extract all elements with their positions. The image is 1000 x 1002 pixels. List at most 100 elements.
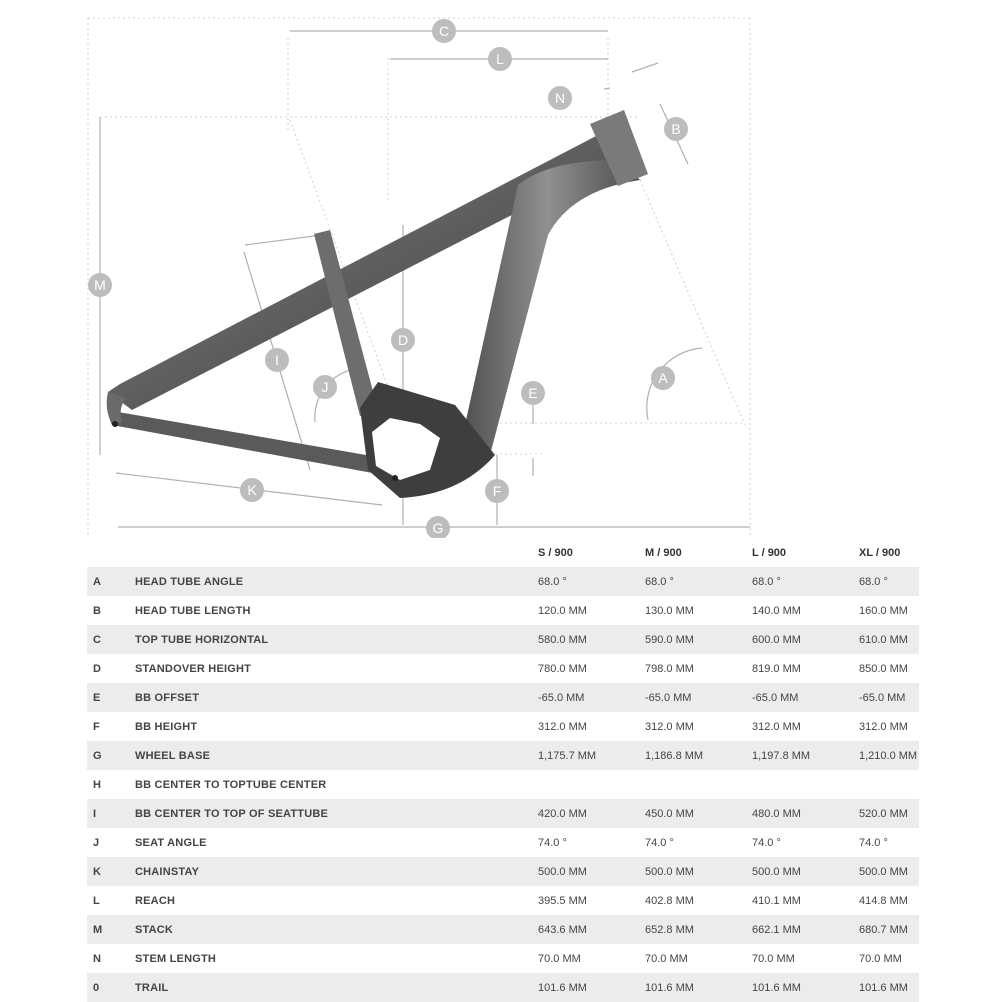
row-key: I — [87, 799, 135, 828]
row-value: 680.7 MM — [859, 915, 919, 944]
row-value: 74.0 ° — [752, 828, 859, 857]
row-value: 1,186.8 MM — [645, 741, 752, 770]
row-value: 101.6 MM — [645, 973, 752, 1002]
header-key — [87, 538, 135, 567]
row-key: H — [87, 770, 135, 799]
row-key: B — [87, 596, 135, 625]
row-value: -65.0 MM — [752, 683, 859, 712]
marker-b: B — [664, 117, 688, 141]
marker-label: D — [398, 332, 408, 348]
marker-label: G — [433, 520, 444, 536]
row-value: 140.0 MM — [752, 596, 859, 625]
header-size-s: S / 900 — [538, 538, 645, 567]
marker-circle — [521, 381, 545, 405]
row-value: 70.0 MM — [752, 944, 859, 973]
row-label: STEM LENGTH — [135, 944, 538, 973]
row-value: -65.0 MM — [859, 683, 919, 712]
marker-label: E — [528, 385, 537, 401]
row-label: TRAIL — [135, 973, 538, 1002]
marker-circle — [548, 86, 572, 110]
row-label: SEAT ANGLE — [135, 828, 538, 857]
marker-c: C — [432, 19, 456, 43]
marker-label: K — [247, 482, 257, 498]
row-value: 68.0 ° — [752, 567, 859, 596]
marker-g: G — [426, 516, 450, 540]
row-key: L — [87, 886, 135, 915]
header-size-xl: XL / 900 — [859, 538, 919, 567]
row-value: 70.0 MM — [538, 944, 645, 973]
marker-label: L — [496, 51, 504, 67]
marker-circle — [313, 375, 337, 399]
row-key: J — [87, 828, 135, 857]
table-header-row: S / 900 M / 900 L / 900 XL / 900 — [87, 538, 919, 567]
marker-circle — [488, 47, 512, 71]
row-key: 0 — [87, 973, 135, 1002]
row-value: 402.8 MM — [645, 886, 752, 915]
row-key: K — [87, 857, 135, 886]
row-value: 500.0 MM — [645, 857, 752, 886]
row-value: 662.1 MM — [752, 915, 859, 944]
marker-label: M — [94, 277, 106, 293]
marker-label: B — [671, 121, 680, 137]
row-label: CHAINSTAY — [135, 857, 538, 886]
row-label: STACK — [135, 915, 538, 944]
row-value: 74.0 ° — [645, 828, 752, 857]
row-value: 410.1 MM — [752, 886, 859, 915]
row-value: 480.0 MM — [752, 799, 859, 828]
marker-i: I — [265, 348, 289, 372]
header-label — [135, 538, 538, 567]
row-value: 500.0 MM — [752, 857, 859, 886]
marker-k: K — [240, 478, 264, 502]
marker-m: M — [88, 273, 112, 297]
row-value: 610.0 MM — [859, 625, 919, 654]
marker-label: F — [493, 483, 502, 499]
row-value — [645, 770, 752, 799]
marker-circle — [664, 117, 688, 141]
row-value: 600.0 MM — [752, 625, 859, 654]
row-key: F — [87, 712, 135, 741]
row-value: 68.0 ° — [538, 567, 645, 596]
marker-a: A — [651, 366, 675, 390]
row-value: 130.0 MM — [645, 596, 752, 625]
row-value — [752, 770, 859, 799]
marker-label: I — [275, 352, 279, 368]
row-value: 819.0 MM — [752, 654, 859, 683]
marker-n: N — [548, 86, 572, 110]
marker-circle — [391, 328, 415, 352]
row-key: E — [87, 683, 135, 712]
row-value: 1,175.7 MM — [538, 741, 645, 770]
row-value — [538, 770, 645, 799]
row-value: 101.6 MM — [859, 973, 919, 1002]
row-value: 414.8 MM — [859, 886, 919, 915]
row-label: REACH — [135, 886, 538, 915]
row-value: 450.0 MM — [645, 799, 752, 828]
row-value: 70.0 MM — [645, 944, 752, 973]
dimension-markers: C L N B M I D J E A K F G — [88, 19, 688, 540]
marker-circle — [240, 478, 264, 502]
marker-circle — [426, 516, 450, 540]
row-key: G — [87, 741, 135, 770]
row-value: 70.0 MM — [859, 944, 919, 973]
marker-j: J — [313, 375, 337, 399]
row-value: 74.0 ° — [859, 828, 919, 857]
row-value: 520.0 MM — [859, 799, 919, 828]
row-value: 395.5 MM — [538, 886, 645, 915]
row-value: 780.0 MM — [538, 654, 645, 683]
marker-label: J — [322, 379, 329, 395]
marker-label: N — [555, 90, 565, 106]
marker-l: L — [488, 47, 512, 71]
row-key: D — [87, 654, 135, 683]
marker-d: D — [391, 328, 415, 352]
marker-circle — [651, 366, 675, 390]
marker-label: C — [439, 23, 449, 39]
